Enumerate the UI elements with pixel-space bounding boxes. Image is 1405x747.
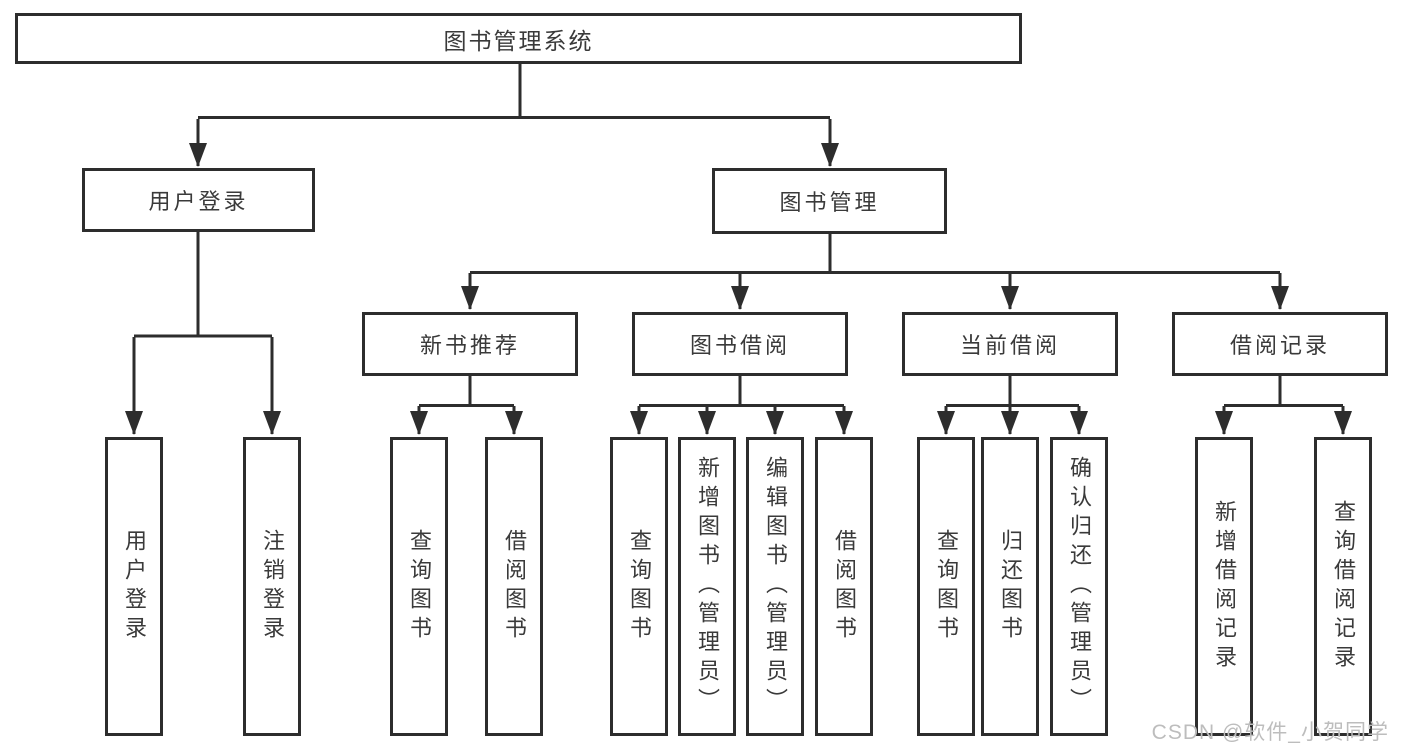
node-label: 借阅图书 <box>832 528 857 645</box>
node-book-borrowing: 图书借阅 <box>632 312 848 376</box>
node-book-management: 图书管理 <box>712 168 947 234</box>
node-label: 确认归还（管理员） <box>1067 456 1092 717</box>
leaf-add-borrow-record: 新增借阅记录 <box>1195 437 1253 736</box>
node-new-book-recommendation: 新书推荐 <box>362 312 578 376</box>
leaf-edit-books-admin: 编辑图书（管理员） <box>746 437 804 736</box>
node-label: 用户登录 <box>122 528 147 645</box>
node-label: 当前借阅 <box>959 333 1060 358</box>
csdn-watermark: CSDN @软件_小贺同学 <box>1151 721 1389 744</box>
leaf-confirm-return-admin: 确认归还（管理员） <box>1050 437 1108 736</box>
node-label: 图书管理系统 <box>443 27 594 54</box>
leaf-logout: 注销登录 <box>243 437 301 736</box>
leaf-add-books-admin: 新增图书（管理员） <box>678 437 736 736</box>
node-library-management-system: 图书管理系统 <box>15 13 1022 64</box>
node-current-borrowing: 当前借阅 <box>902 312 1118 376</box>
leaf-query-books-borrowing: 查询图书 <box>610 437 668 736</box>
node-label: 新增借阅记录 <box>1212 499 1237 674</box>
node-label: 归还图书 <box>998 528 1023 645</box>
node-label: 借阅图书 <box>502 528 527 645</box>
node-label: 查询图书 <box>934 528 959 645</box>
leaf-query-books-recommend: 查询图书 <box>390 437 448 736</box>
node-label: 图书管理 <box>779 190 880 215</box>
node-label: 查询图书 <box>627 528 652 645</box>
node-label: 新增图书（管理员） <box>695 456 720 717</box>
leaf-user-login: 用户登录 <box>105 437 163 736</box>
leaf-borrow-books-recommend: 借阅图书 <box>485 437 543 736</box>
node-label: 用户登录 <box>148 189 249 214</box>
leaf-query-borrow-record: 查询借阅记录 <box>1314 437 1372 736</box>
node-label: 注销登录 <box>260 528 285 645</box>
leaf-borrow-books: 借阅图书 <box>815 437 873 736</box>
node-label: 图书借阅 <box>689 333 790 358</box>
node-label: 查询借阅记录 <box>1331 499 1356 674</box>
node-user-login: 用户登录 <box>82 168 315 232</box>
node-label: 借阅记录 <box>1229 333 1330 358</box>
node-borrowing-records: 借阅记录 <box>1172 312 1388 376</box>
node-label: 查询图书 <box>407 528 432 645</box>
leaf-return-books: 归还图书 <box>981 437 1039 736</box>
node-label: 编辑图书（管理员） <box>763 456 788 717</box>
leaf-query-books-current: 查询图书 <box>917 437 975 736</box>
node-label: 新书推荐 <box>419 333 520 358</box>
